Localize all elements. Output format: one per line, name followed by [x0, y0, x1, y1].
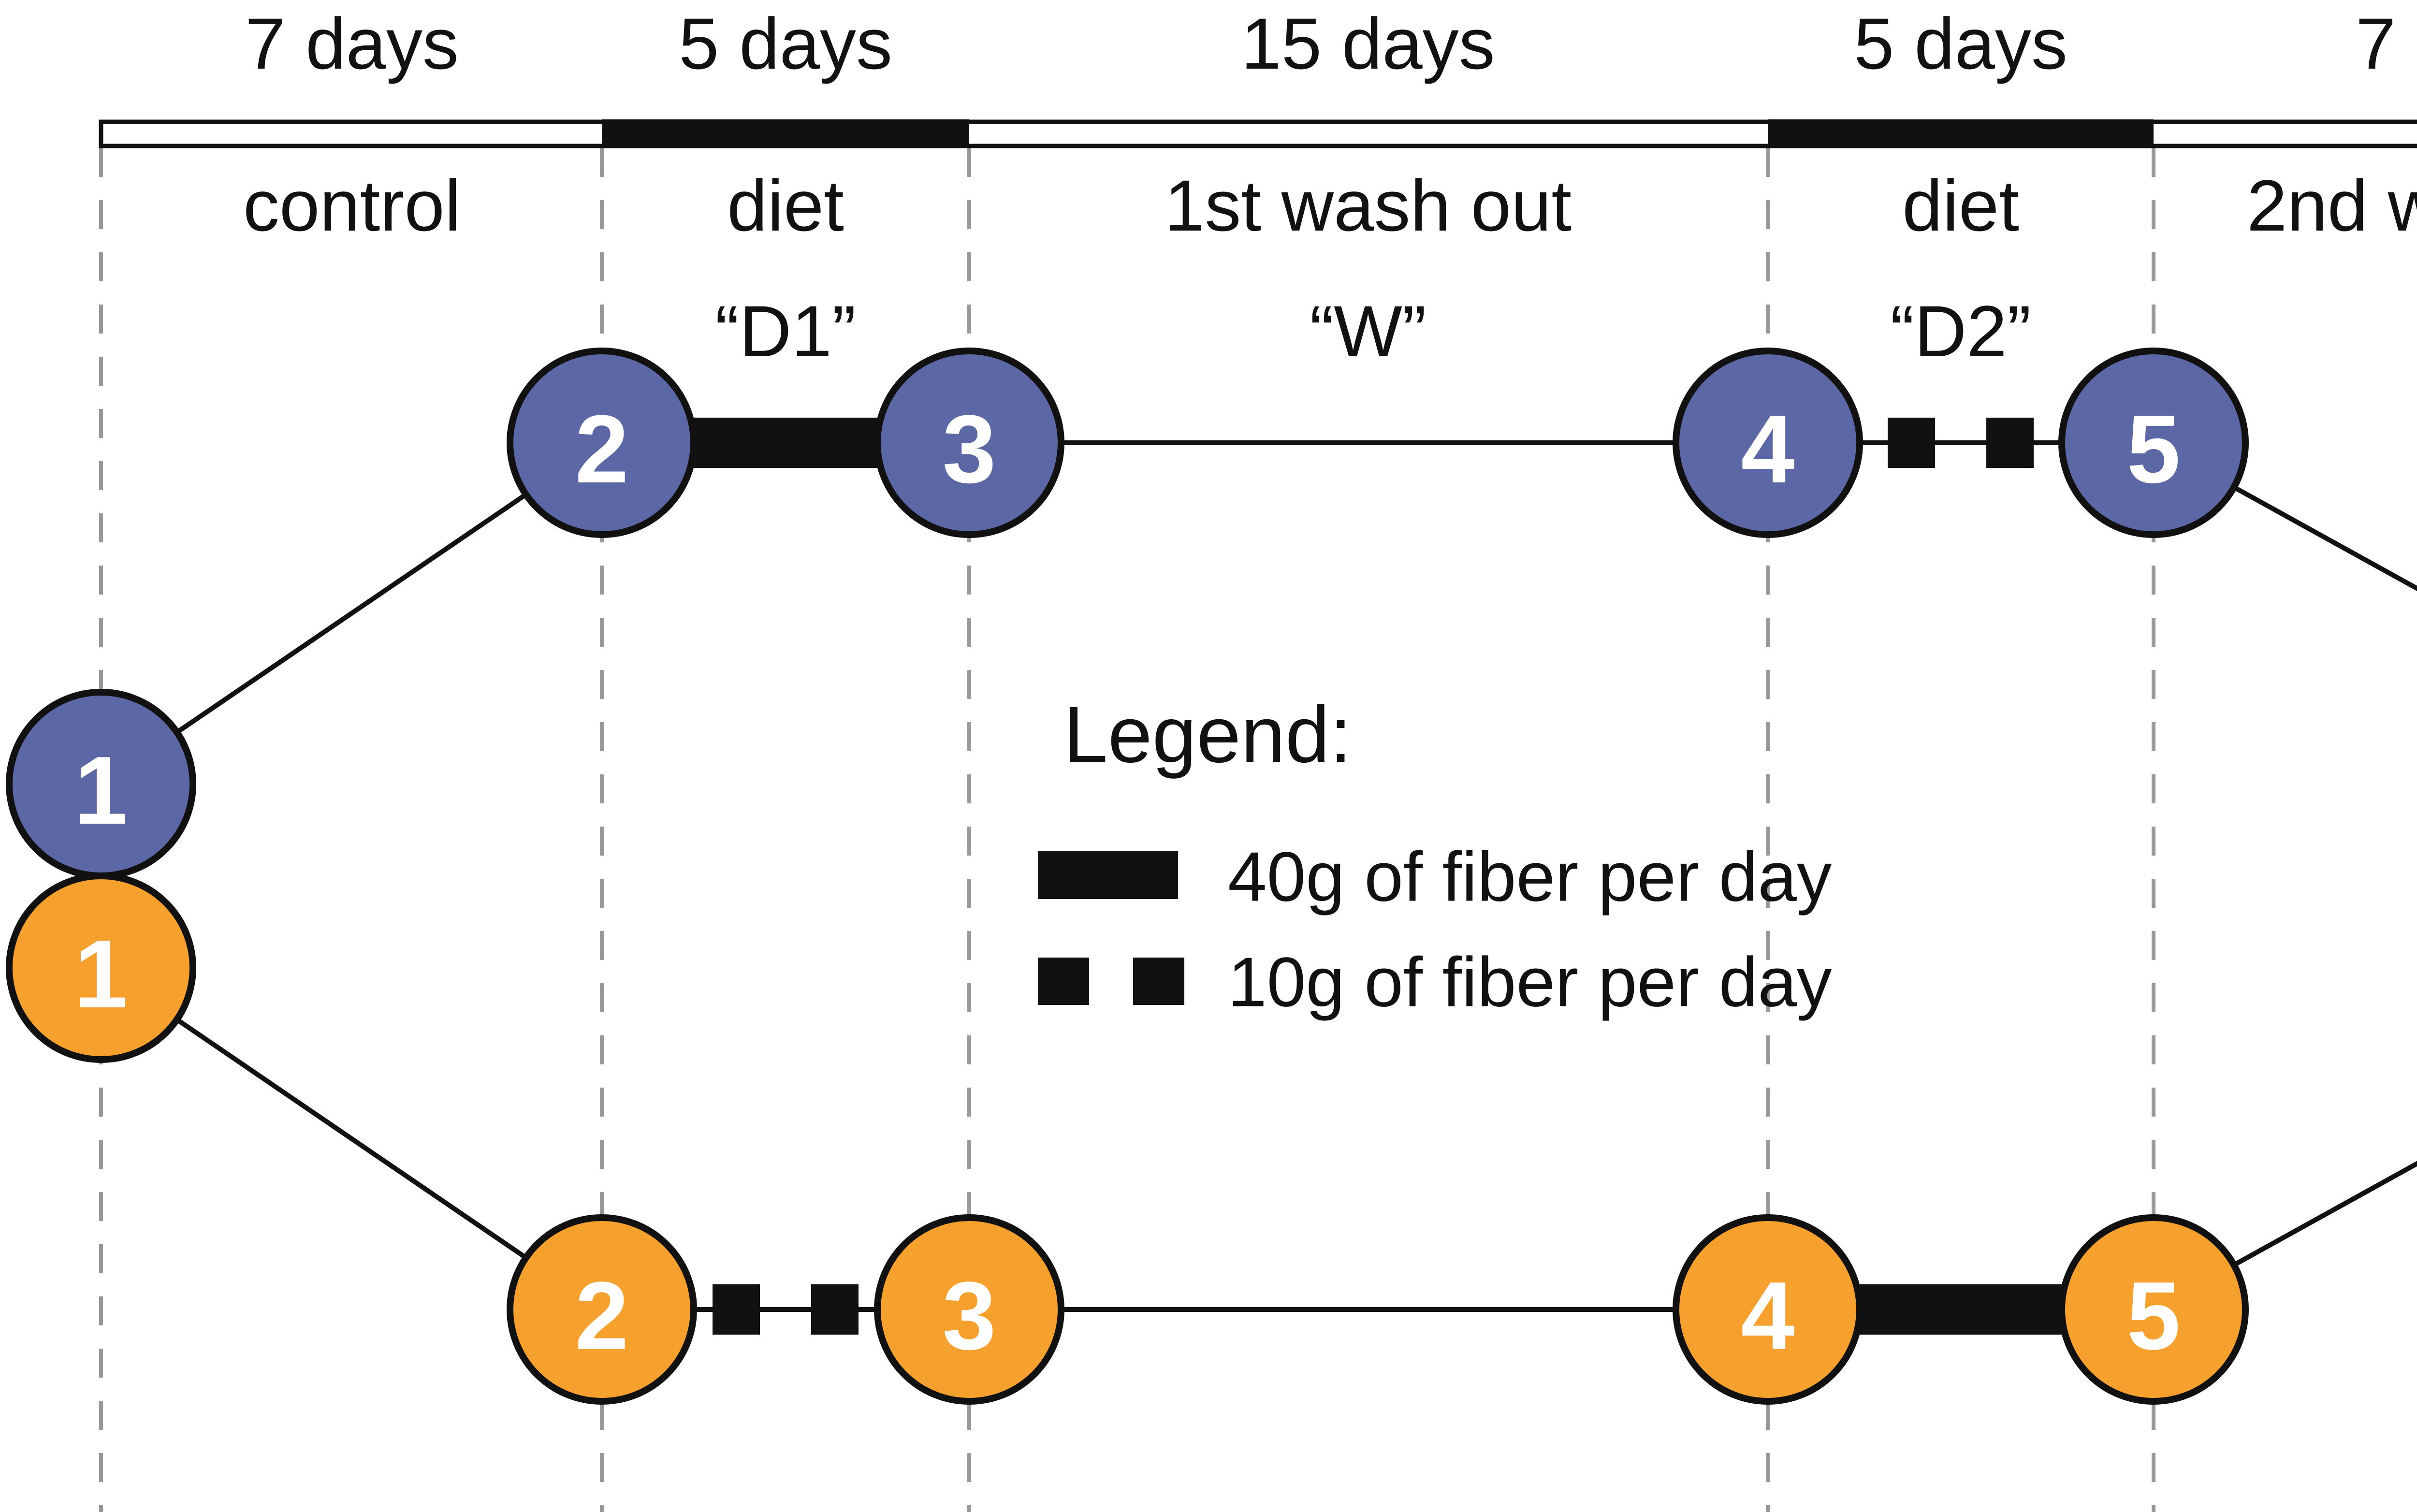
orange-node-4: [1673, 1214, 1863, 1405]
orange-node-5-label: 5: [2126, 1262, 2181, 1370]
legend-title: Legend:: [1063, 690, 1352, 779]
blue-node-5: [2058, 348, 2249, 538]
timeline-segment-diet2: [1768, 119, 2154, 148]
orange-node-2: [507, 1214, 697, 1405]
blue-node-3: [874, 348, 1064, 538]
legend-swatch-10g-square-a: [1038, 958, 1089, 1005]
phase-label-control: control: [243, 165, 461, 246]
blue-node-5-label: 5: [2126, 395, 2181, 503]
orange-node-4-label: 4: [1741, 1262, 1795, 1370]
duration-label-diet1: 5 days: [679, 3, 892, 84]
connector-blue-5-6: [2152, 440, 2417, 592]
duration-label-washout2: 7 days: [2356, 3, 2417, 84]
code-label-d2: “D2”: [1890, 291, 2031, 372]
connector-orange-5-6: [2152, 1161, 2417, 1312]
legend-swatch-10g-square-b: [1133, 958, 1184, 1005]
phase-label-washout1: 1st wash out: [1164, 165, 1572, 246]
orange-node-3-label: 3: [942, 1262, 996, 1370]
fiber-10g-square-orange-b: [811, 1284, 859, 1335]
duration-label-diet2: 5 days: [1854, 3, 2068, 84]
legend-label-40g: 40g of fiber per day: [1228, 837, 1832, 916]
code-label-d1: “D1”: [715, 291, 856, 372]
connector-orange-1-2: [100, 965, 603, 1312]
orange-node-5: [2058, 1214, 2249, 1405]
orange-node-3: [874, 1214, 1064, 1405]
code-label-w: “W”: [1310, 291, 1427, 372]
blue-node-2: [507, 348, 697, 538]
blue-node-4-label: 4: [1741, 395, 1795, 503]
blue-node-3-label: 3: [942, 395, 996, 503]
duration-label-washout1: 15 days: [1241, 3, 1495, 84]
legend-label-10g: 10g of fiber per day: [1228, 943, 1832, 1021]
orange-node-2-label: 2: [575, 1262, 629, 1370]
fiber-10g-square-orange-a: [713, 1284, 760, 1335]
fiber-10g-square-blue-b: [1986, 418, 2034, 468]
phase-label-washout2: 2nd wash out: [2246, 165, 2417, 246]
blue-node-1-label: 1: [74, 737, 128, 844]
phase-label-diet1: diet: [727, 165, 844, 246]
orange-node-1: [6, 872, 196, 1063]
blue-node-4: [1673, 348, 1863, 538]
orange-node-1-label: 1: [74, 920, 128, 1028]
connector-blue-1-2: [100, 440, 603, 786]
phase-label-diet2: diet: [1902, 165, 2019, 246]
duration-label-control: 7 days: [245, 3, 459, 84]
fiber-10g-square-blue-a: [1888, 418, 1935, 468]
legend-swatch-40g-bar: [1038, 851, 1178, 899]
blue-node-2-label: 2: [575, 395, 629, 503]
timeline-segment-diet1: [602, 119, 969, 148]
